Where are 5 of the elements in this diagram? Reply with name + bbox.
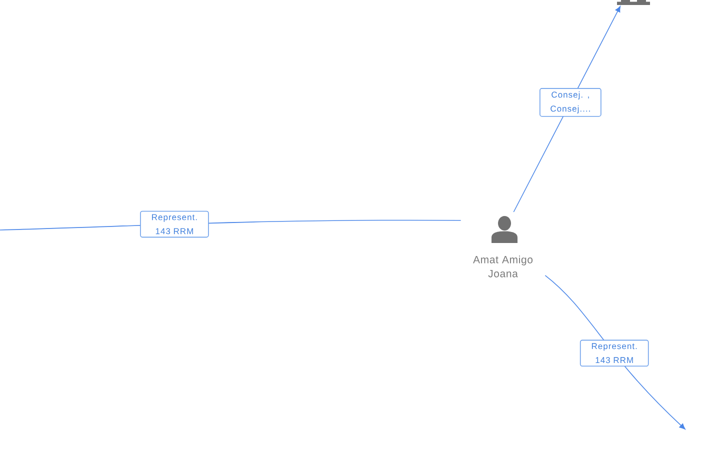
building-icon — [614, 0, 652, 5]
edge-label: Represent. 143 RRM — [140, 210, 209, 238]
edge-label: Consej. , Consej.... — [540, 88, 602, 117]
person-name: Amat Amigo Joana — [473, 256, 533, 278]
edge-label: Represent. 143 RRM — [580, 340, 649, 367]
